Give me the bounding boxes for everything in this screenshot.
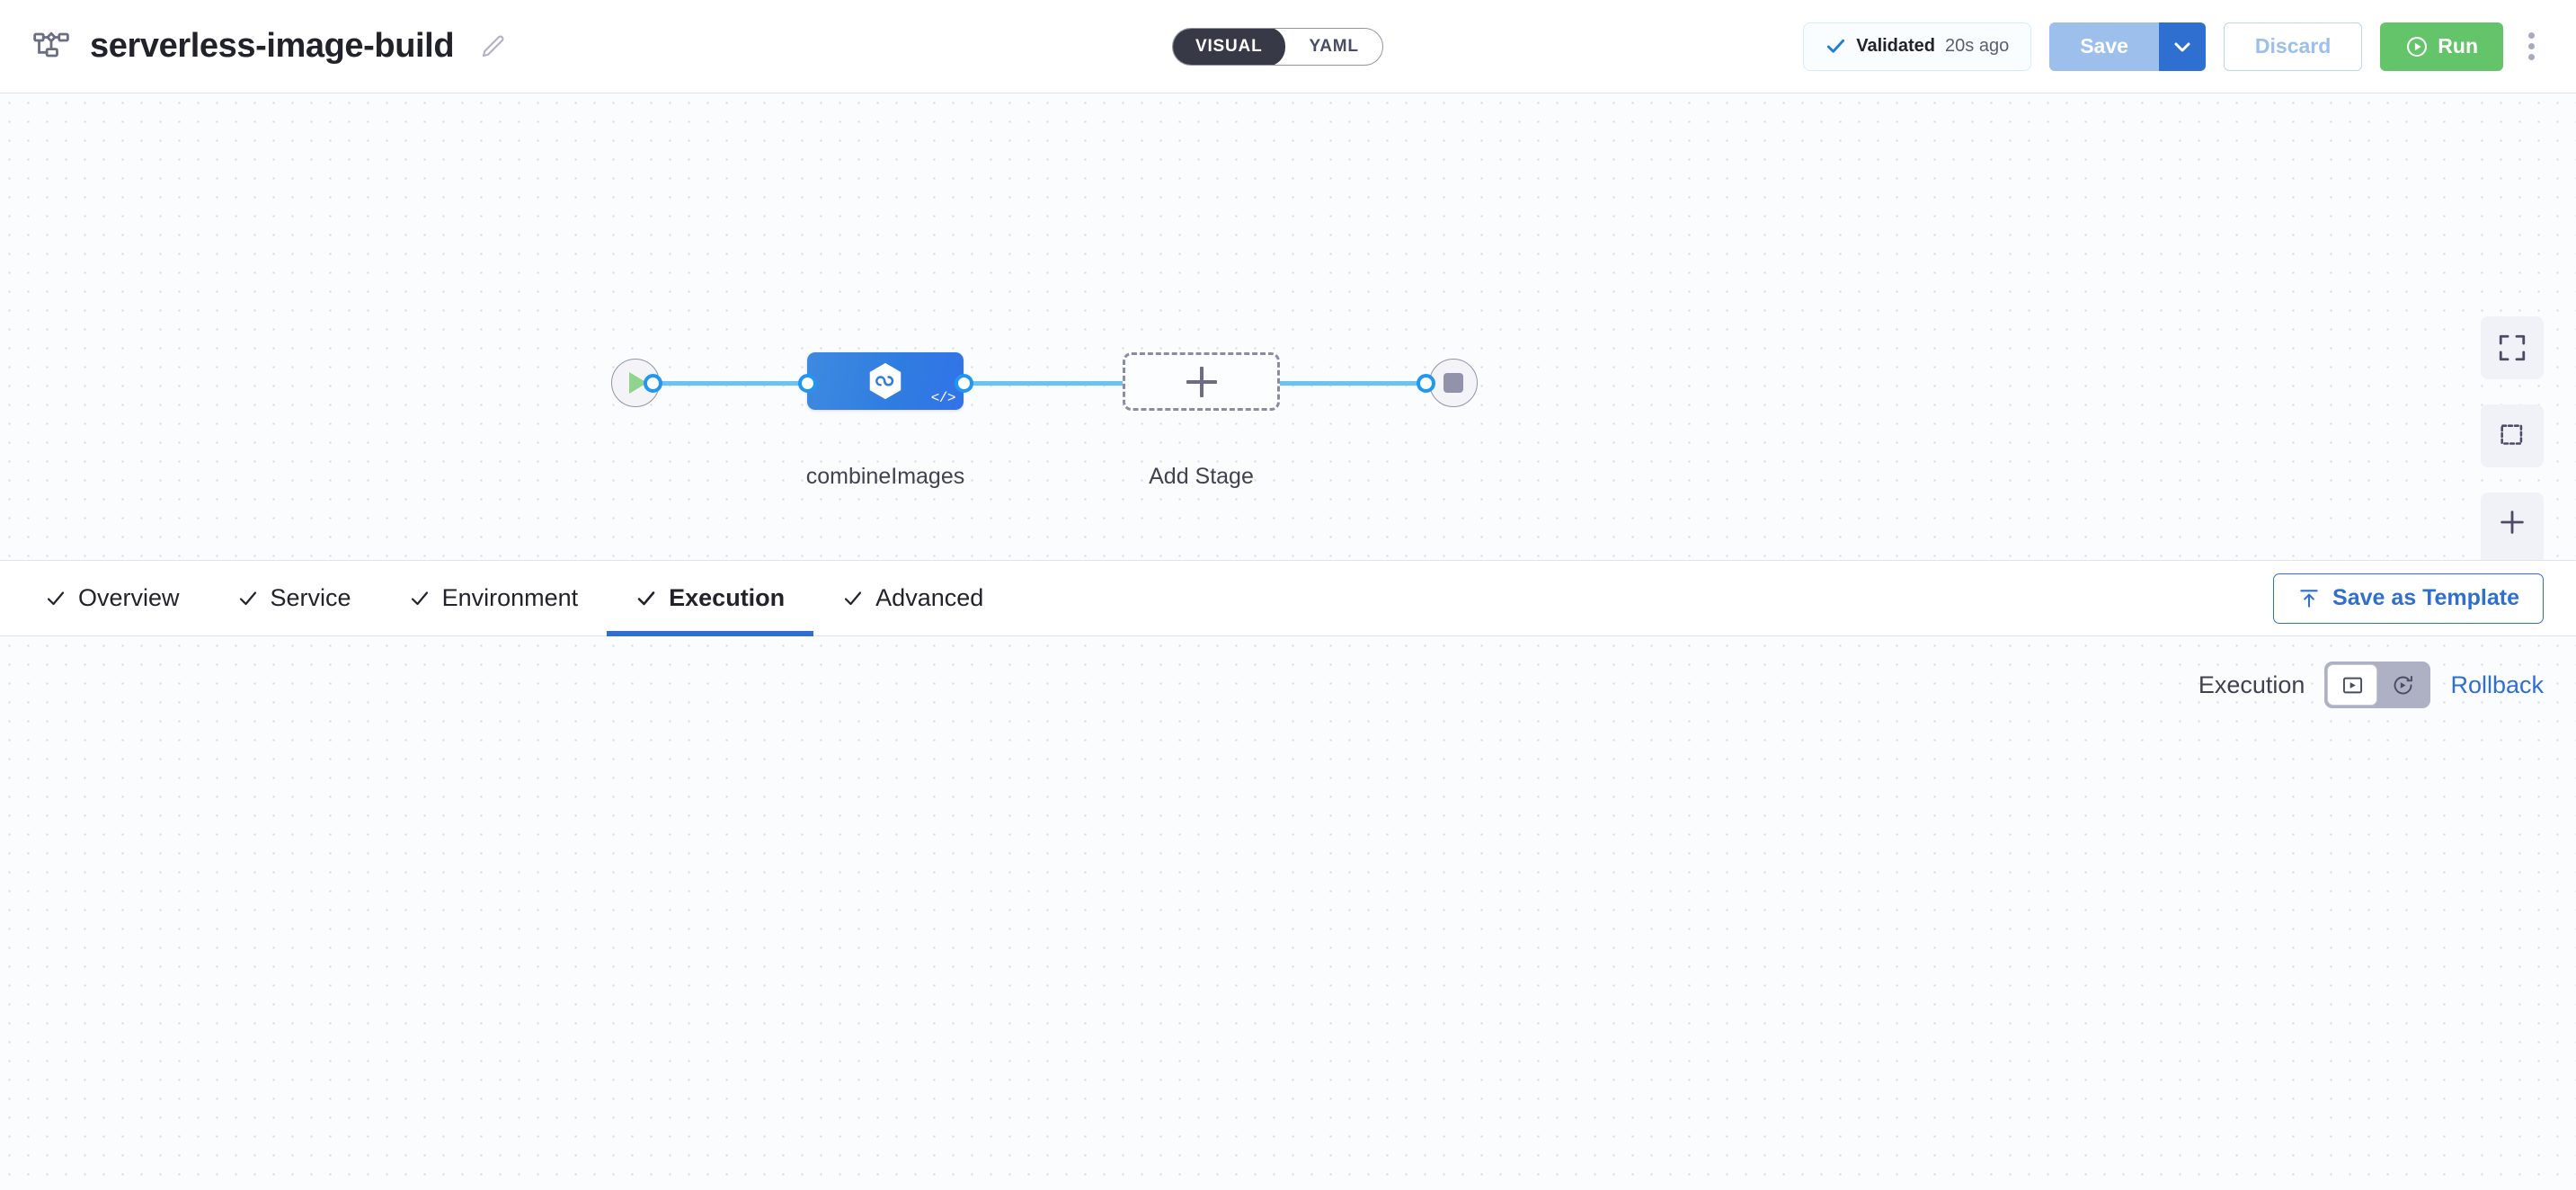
pencil-edit-icon[interactable] (474, 33, 506, 60)
tab-list: Overview Service Environment Execution A… (36, 561, 1012, 636)
end-node-port[interactable] (1417, 374, 1435, 393)
app-header: serverless-image-build VISUAL YAML Valid… (0, 0, 2576, 93)
stage-node-combineimages[interactable]: </> (807, 352, 964, 410)
tab-environment[interactable]: Environment (380, 561, 608, 635)
execution-steps-icon (2341, 673, 2365, 697)
mode-option-yaml[interactable]: YAML (1309, 36, 1359, 56)
play-icon (628, 372, 647, 394)
selection-box-button[interactable] (2481, 404, 2544, 467)
header-actions: Validated 20s ago Save Discard Run (1803, 22, 2540, 71)
end-node-circle (1429, 359, 1478, 407)
edge-addstage-to-end (1280, 381, 1428, 386)
check-icon (237, 588, 259, 609)
execution-label: Execution (2198, 670, 2305, 698)
add-stage-label: Add Stage (1149, 464, 1254, 489)
chevron-down-icon (2172, 36, 2193, 58)
start-node-port[interactable] (644, 374, 662, 393)
view-mode-toggle[interactable] (2324, 662, 2431, 708)
tab-label: Advanced (875, 584, 984, 611)
stage-node-body[interactable]: </> (807, 352, 964, 410)
upload-template-icon (2297, 587, 2321, 610)
marquee-select-icon (2497, 421, 2527, 451)
zoom-out-button[interactable] (2481, 552, 2544, 560)
tab-advanced[interactable]: Advanced (813, 561, 1012, 635)
save-dropdown-button[interactable] (2158, 22, 2206, 71)
tab-service[interactable]: Service (209, 561, 380, 635)
edge-stage-to-addstage (965, 381, 1123, 386)
rollback-label[interactable]: Rollback (2450, 670, 2544, 698)
check-icon (635, 588, 657, 609)
rollback-arrow-icon (2391, 673, 2415, 697)
validated-label: Validated (1856, 36, 1936, 56)
header-left-group: serverless-image-build (32, 27, 506, 66)
edge-start-to-stage (654, 381, 809, 386)
discard-button[interactable]: Discard (2223, 22, 2363, 71)
validated-timestamp: 20s ago (1945, 36, 2010, 56)
tab-overview[interactable]: Overview (36, 561, 209, 635)
check-icon (842, 588, 864, 609)
run-label: Run (2438, 34, 2478, 58)
execution-view-button[interactable] (2327, 664, 2378, 706)
zoom-controls (2481, 493, 2544, 560)
fit-to-screen-button[interactable] (2481, 316, 2544, 379)
rollback-view-button[interactable] (2377, 664, 2428, 706)
tab-label: Overview (78, 584, 180, 611)
tab-execution[interactable]: Execution (607, 561, 814, 636)
canvas-controls (2481, 316, 2544, 560)
stage-input-port[interactable] (798, 374, 817, 393)
stage-output-port[interactable] (955, 374, 973, 393)
check-icon (409, 588, 431, 609)
stage-canvas[interactable]: </> combineImages Add Stage (0, 93, 2576, 561)
mode-option-visual[interactable]: VISUAL (1172, 28, 1286, 65)
tab-label: Service (270, 584, 351, 611)
pipeline-end-node[interactable] (1429, 359, 1478, 407)
add-stage-button[interactable] (1123, 352, 1280, 411)
play-circle-icon (2405, 35, 2429, 58)
stop-icon (1443, 373, 1463, 393)
execution-rollback-switch: Execution Rol (2198, 662, 2544, 708)
check-icon (1825, 36, 1846, 57)
save-button[interactable]: Save (2049, 22, 2159, 71)
tab-label: Execution (669, 584, 786, 611)
execution-canvas[interactable]: Execution Rol (0, 636, 2576, 1190)
fit-screen-icon (2497, 333, 2527, 363)
save-button-group: Save (2049, 22, 2206, 71)
kebab-menu-icon[interactable] (2523, 25, 2540, 67)
save-as-template-button[interactable]: Save as Template (2273, 573, 2544, 624)
check-icon (45, 588, 67, 609)
pipeline-diagram-icon (32, 28, 70, 66)
stage-node-label: combineImages (805, 464, 965, 489)
run-button[interactable]: Run (2380, 22, 2503, 71)
save-as-template-label: Save as Template (2332, 585, 2519, 610)
visual-yaml-toggle[interactable]: VISUAL YAML (1172, 27, 1383, 66)
plus-icon (2497, 507, 2527, 537)
ci-hexagon-icon (865, 360, 906, 402)
add-stage-node[interactable] (1123, 352, 1280, 411)
code-badge-icon: </> (930, 390, 956, 406)
stage-config-tabbar: Overview Service Environment Execution A… (0, 561, 2576, 636)
status-badge-validated: Validated 20s ago (1803, 22, 2032, 71)
plus-icon (1186, 366, 1217, 397)
zoom-in-button[interactable] (2481, 493, 2544, 552)
page-title: serverless-image-build (90, 27, 455, 65)
tab-label: Environment (441, 584, 579, 611)
